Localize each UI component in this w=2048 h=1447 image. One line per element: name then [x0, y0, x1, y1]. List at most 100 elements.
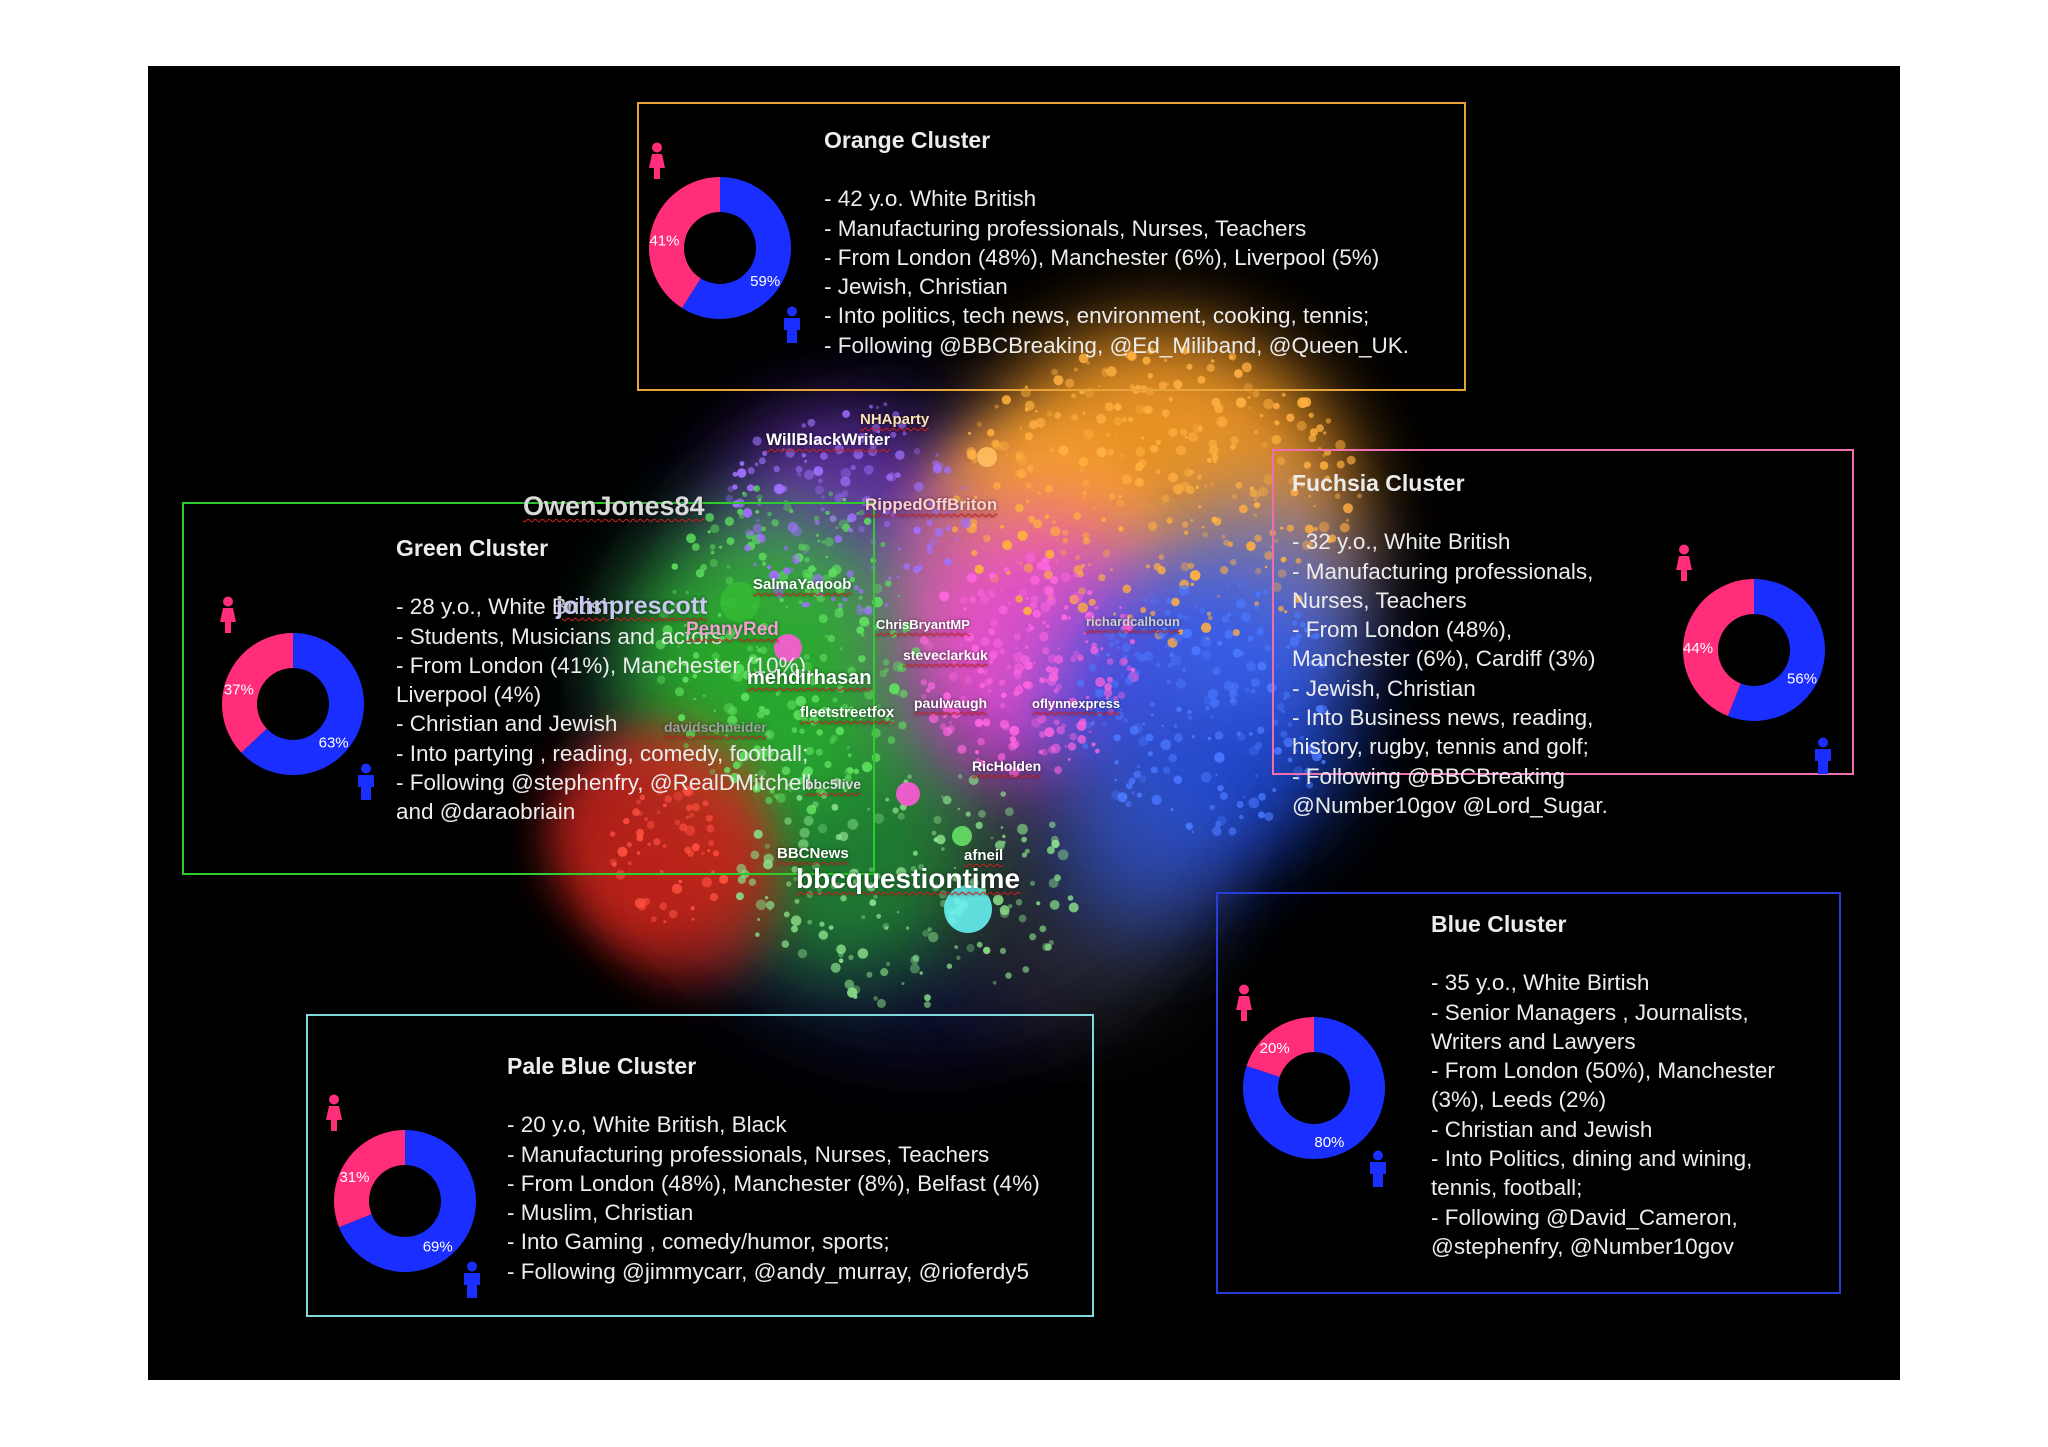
network-node — [1281, 392, 1286, 397]
network-node — [1211, 453, 1219, 461]
network-node — [1286, 413, 1295, 422]
network-node — [1205, 705, 1210, 711]
network-node — [912, 883, 915, 886]
network-node — [991, 439, 1000, 448]
cluster-line: Writers and Lawyers — [1431, 1028, 1636, 1054]
network-node — [762, 561, 767, 566]
network-node — [1145, 733, 1154, 742]
network-node — [1257, 726, 1265, 734]
network-node — [942, 795, 952, 805]
cluster-line: - Into politics, tech news, environment,… — [824, 303, 1370, 329]
cluster-line: - 32 y.o., White British — [1292, 529, 1511, 555]
network-node — [885, 580, 892, 587]
network-node — [727, 706, 738, 716]
network-node — [1000, 791, 1006, 797]
network-node — [700, 564, 708, 571]
network-node — [1026, 627, 1032, 633]
network-node — [924, 641, 933, 650]
network-node — [691, 803, 700, 812]
network-node — [857, 433, 867, 443]
network-node — [880, 541, 886, 548]
network-node — [860, 632, 865, 637]
network-node — [801, 770, 810, 779]
network-node — [883, 508, 891, 515]
pale-blue-cluster-title: Pale Blue Cluster — [507, 1053, 697, 1079]
network-node — [754, 462, 759, 467]
network-node — [1249, 489, 1257, 498]
network-node — [965, 636, 970, 641]
cluster-line: - Manufacturing professionals, Nurses, T… — [507, 1141, 990, 1167]
network-node — [898, 721, 907, 730]
blue-cluster-title: Blue Cluster — [1431, 911, 1567, 937]
network-node — [1168, 427, 1178, 437]
network-node — [1229, 689, 1235, 695]
network-node — [1105, 696, 1109, 700]
female-share-label: 20% — [1260, 1040, 1290, 1057]
network-node — [1119, 606, 1122, 609]
network-node — [943, 727, 952, 737]
network-node — [882, 923, 890, 930]
network-node — [816, 885, 823, 892]
network-node — [884, 667, 889, 673]
network-node — [1054, 412, 1062, 419]
network-node — [758, 457, 766, 465]
network-node — [1308, 494, 1312, 498]
network-node — [1187, 824, 1192, 829]
male-share-label: 69% — [423, 1238, 453, 1255]
network-node — [930, 876, 933, 879]
network-node — [859, 718, 862, 721]
network-node — [1191, 646, 1201, 656]
cluster-line: - Into Politics, dining and wining, — [1431, 1146, 1753, 1172]
network-node — [827, 634, 835, 643]
network-node — [853, 449, 864, 460]
network-node — [904, 622, 909, 627]
network-node — [1317, 704, 1328, 715]
network-node — [861, 496, 873, 507]
network-node — [686, 729, 696, 739]
network-node — [1303, 627, 1309, 632]
network-node — [842, 597, 848, 602]
network-node — [1114, 760, 1119, 765]
network-node — [869, 439, 878, 449]
cluster-line: - Following @jimmycarr, @andy_murray, @r… — [507, 1258, 1029, 1284]
network-node — [815, 485, 824, 495]
network-node — [962, 485, 967, 490]
network-node — [691, 917, 695, 921]
network-node — [836, 685, 845, 693]
fuchsia-cluster-description: Fuchsia Cluster - 32 y.o., White British… — [1292, 469, 1608, 820]
network-node — [785, 605, 788, 609]
network-node — [610, 831, 616, 837]
network-node — [1236, 801, 1244, 808]
network-node — [993, 481, 1001, 490]
network-node — [1230, 697, 1235, 703]
network-node — [804, 587, 812, 594]
network-node — [1039, 925, 1047, 933]
network-node — [1272, 787, 1277, 793]
network-node — [1258, 487, 1268, 497]
network-node — [858, 526, 865, 533]
network-node — [1296, 776, 1301, 781]
network-node — [1136, 764, 1140, 769]
network-node — [993, 638, 1003, 649]
network-node — [1300, 621, 1306, 628]
network-node — [1073, 367, 1078, 372]
network-node — [1083, 496, 1087, 500]
network-node — [711, 652, 720, 661]
network-node — [741, 692, 750, 702]
cluster-line: - From London (48%), Manchester (8%), Be… — [507, 1170, 1040, 1196]
network-node — [799, 827, 810, 838]
network-node — [1030, 575, 1040, 585]
cluster-line: - Students, Musicians and actors — [396, 623, 723, 649]
network-node — [879, 669, 888, 678]
network-node — [1049, 900, 1060, 910]
network-node — [1060, 549, 1066, 556]
cluster-line: (3%), Leeds (2%) — [1431, 1087, 1607, 1113]
network-node — [869, 899, 877, 907]
network-node — [632, 808, 640, 816]
network-node — [772, 584, 784, 596]
network-node — [1095, 706, 1100, 711]
network-node — [644, 817, 649, 822]
network-node — [1031, 718, 1041, 728]
network-node — [628, 861, 632, 865]
network-node — [626, 842, 632, 848]
